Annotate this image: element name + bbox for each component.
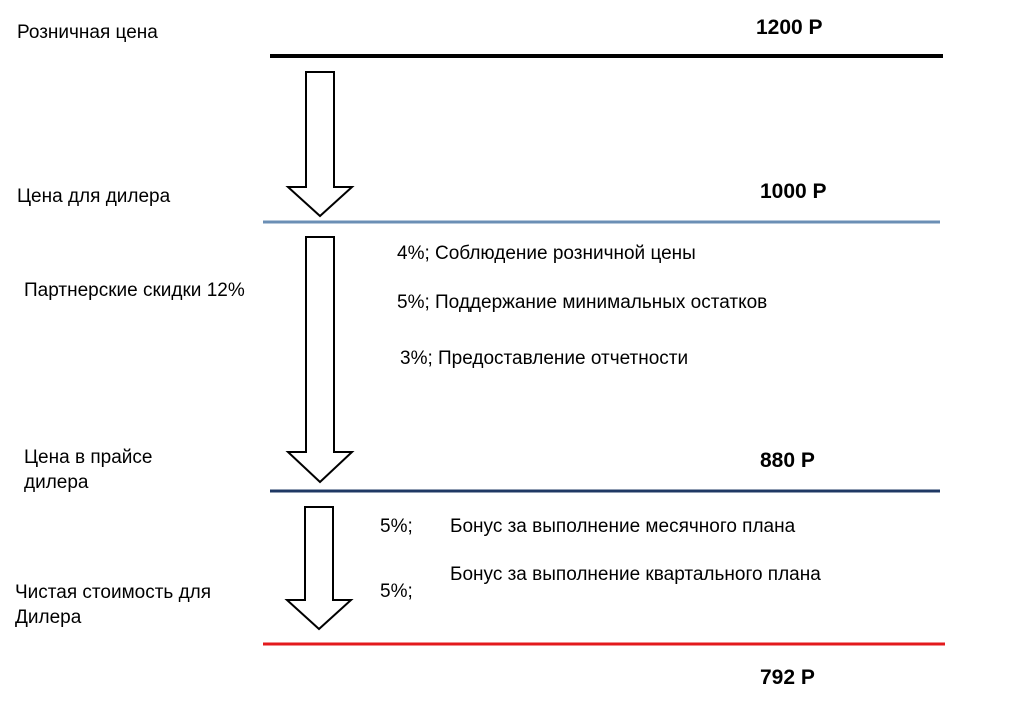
bonus-quarterly-text: Бонус за выполнение квартального плана	[450, 564, 821, 585]
bonus-percent: 5%;	[380, 516, 413, 537]
bonus-percent: 5%;	[380, 581, 413, 602]
net-cost-label: Чистая стоимость для Дилера	[15, 580, 211, 630]
dealer-price-label: Цена для дилера	[17, 186, 171, 207]
dealer-pricelist-value: 880 Р	[760, 449, 815, 472]
dealer-pricelist-label: Цена в прайсе дилера	[24, 445, 152, 495]
retail-price-label: Розничная цена	[17, 22, 158, 43]
partner-discounts-label: Партнерские скидки 12%	[24, 280, 245, 301]
bonus-monthly-text: Бонус за выполнение месячного плана	[450, 516, 796, 537]
partner-discount-item: 3%; Предоставление отчетности	[400, 348, 689, 369]
dealer-price-value: 1000 Р	[760, 180, 827, 203]
net-cost-value: 792 Р	[760, 666, 815, 689]
dealer-pricelist-label-line: дилера	[24, 472, 89, 493]
partner-discount-item: 4%; Соблюдение розничной цены	[397, 243, 696, 264]
dealer-pricelist-label-line: Цена в прайсе	[24, 447, 153, 468]
retail-price-value: 1200 Р	[756, 16, 823, 39]
partner-discount-item: 5%; Поддержание минимальных остатков	[397, 292, 768, 313]
net-cost-label-line: Чистая стоимость для	[15, 582, 212, 603]
down-arrow-icon	[285, 236, 355, 484]
net-cost-label-line: Дилера	[15, 607, 82, 628]
down-arrow-icon	[285, 71, 355, 218]
down-arrow-icon	[284, 506, 354, 631]
